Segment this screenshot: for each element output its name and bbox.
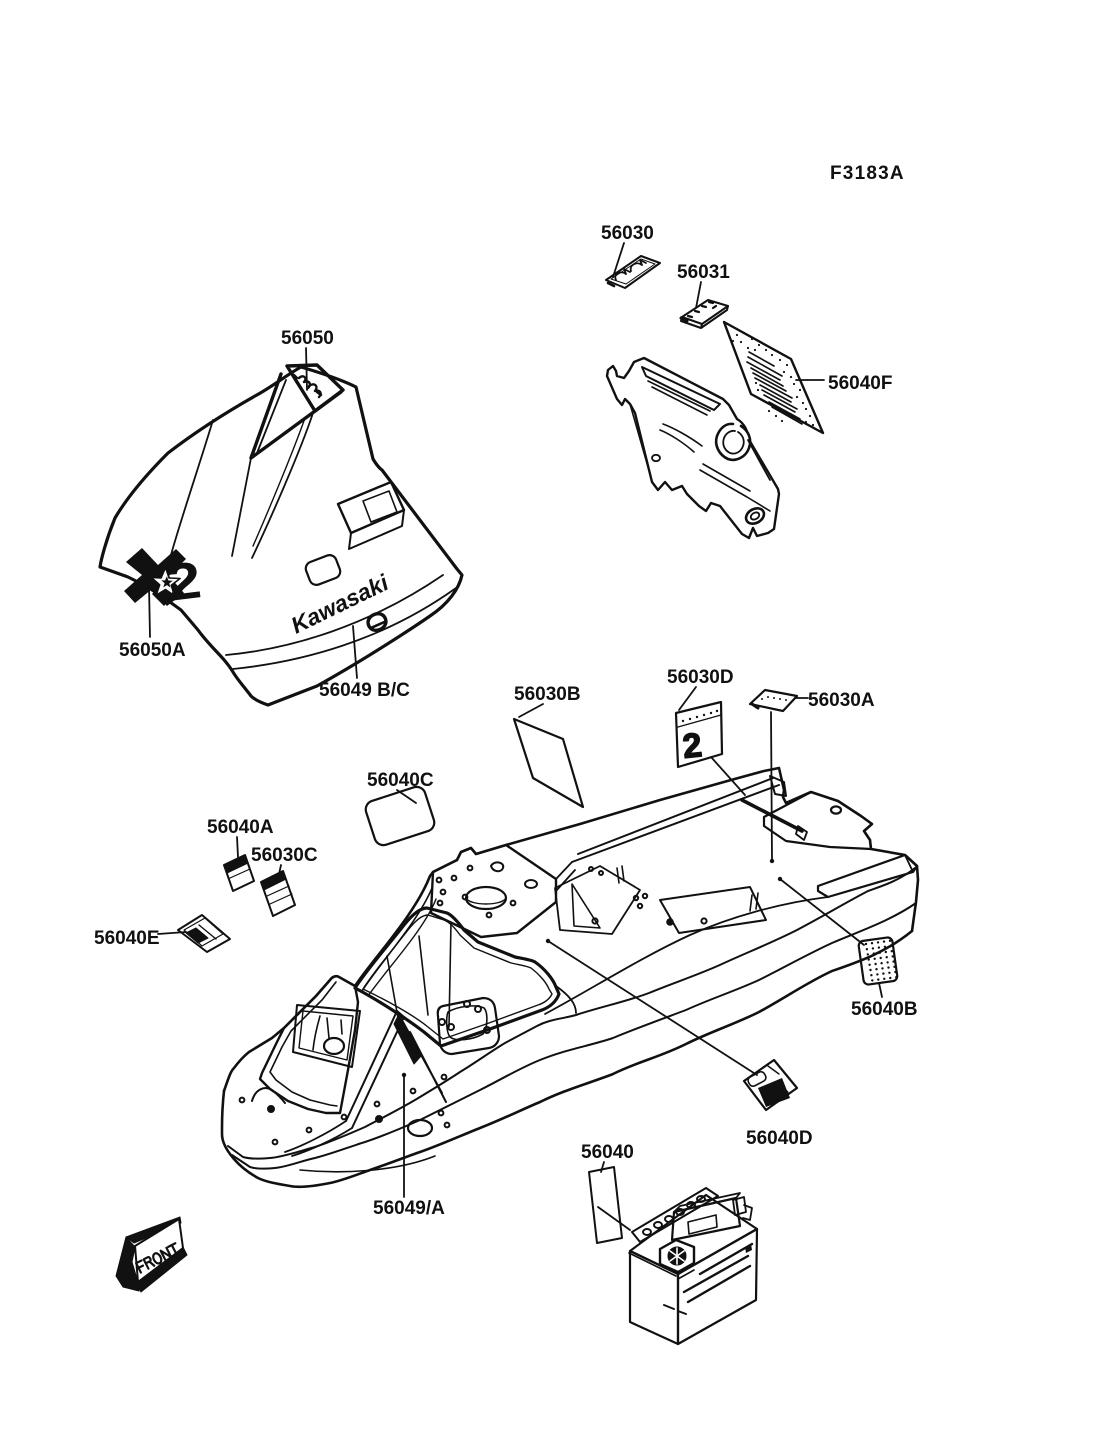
svg-text:56030C: 56030C: [251, 845, 318, 866]
svg-text:56031: 56031: [677, 262, 730, 283]
svg-text:56030D: 56030D: [667, 667, 734, 688]
svg-text:56040: 56040: [581, 1142, 634, 1163]
svg-text:2: 2: [681, 726, 704, 766]
svg-text:56040F: 56040F: [828, 373, 892, 394]
svg-text:56040A: 56040A: [207, 817, 274, 838]
svg-text:56040C: 56040C: [367, 770, 434, 791]
svg-text:56040E: 56040E: [94, 928, 160, 949]
svg-text:56040B: 56040B: [851, 999, 918, 1020]
svg-text:56050: 56050: [281, 328, 334, 349]
svg-text:56040D: 56040D: [746, 1128, 813, 1149]
svg-text:56049/A: 56049/A: [373, 1198, 445, 1219]
svg-text:56030A: 56030A: [808, 690, 875, 711]
svg-text:56049 B/C: 56049 B/C: [319, 680, 410, 701]
svg-text:56030: 56030: [601, 223, 654, 244]
svg-text:2: 2: [163, 551, 204, 612]
svg-text:56030B: 56030B: [514, 684, 581, 705]
svg-text:56050A: 56050A: [119, 640, 186, 661]
svg-text:F3183A: F3183A: [830, 163, 905, 184]
